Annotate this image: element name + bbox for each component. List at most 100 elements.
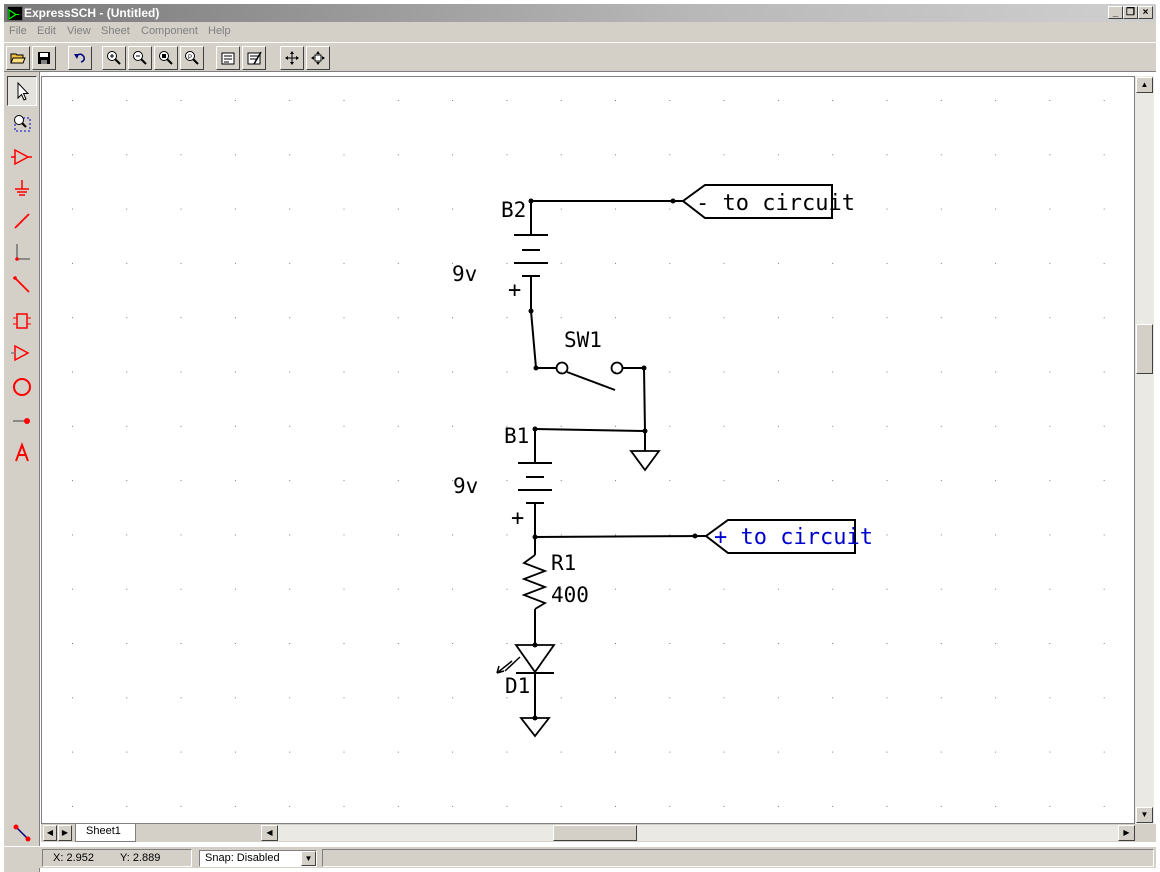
main-toolbar: P [4, 42, 1156, 72]
r1-label: R1 [551, 551, 576, 575]
properties-button[interactable] [216, 46, 240, 70]
menu-file[interactable]: File [9, 25, 27, 37]
menu-help[interactable]: Help [208, 25, 231, 37]
connect-wire-icon [13, 824, 31, 842]
window-title: ExpressSCH - (Untitled) [24, 6, 160, 20]
net-flag-plus[interactable] [704, 519, 856, 554]
zoom-in-icon [107, 51, 121, 65]
d1-label: D1 [505, 674, 530, 698]
vertical-scroll-thumb[interactable] [1136, 324, 1153, 374]
tab-scroll-right-button[interactable]: ▶ [58, 825, 72, 841]
net-label-minus: - to circuit [696, 191, 855, 216]
move-button[interactable] [306, 46, 330, 70]
bus-entry-tool[interactable] [7, 270, 37, 300]
draw-bus-tool[interactable] [7, 238, 37, 268]
status-bar: X: 2.952 Y: 2.889 Snap: Disabled ▼ [4, 846, 1156, 868]
draw-circle-tool[interactable] [7, 372, 37, 402]
minimize-button[interactable]: _ [1108, 6, 1123, 19]
open-button[interactable] [6, 46, 30, 70]
tool-palette [4, 72, 40, 872]
r1-value: 400 [551, 583, 589, 607]
place-ground-tool[interactable] [7, 174, 37, 204]
place-port-tool[interactable] [7, 338, 37, 368]
component-triangle-icon [11, 148, 32, 166]
tab-scroll-left-button[interactable]: ◀ [43, 825, 57, 841]
place-text-tool[interactable] [7, 438, 37, 468]
place-part-tool[interactable] [7, 306, 37, 336]
coordinate-field: X: 2.952 Y: 2.889 [42, 849, 192, 867]
bus-entry-icon [13, 276, 30, 293]
undo-button[interactable] [68, 46, 92, 70]
zoom-page-icon: P [185, 51, 199, 65]
save-button[interactable] [32, 46, 56, 70]
svg-text:P: P [188, 55, 192, 61]
wire-line-icon [14, 213, 30, 229]
x-coordinate: X: 2.952 [53, 852, 94, 864]
port-triangle-icon [11, 344, 30, 362]
floppy-disk-icon [38, 52, 50, 64]
zoom-out-button[interactable] [128, 46, 152, 70]
pointer-arrow-icon [17, 81, 30, 101]
edit-properties-button[interactable] [242, 46, 266, 70]
grid-dots [42, 77, 1134, 823]
title-bar: ExpressSCH - (Untitled) _ ❐ × [4, 4, 1156, 22]
menu-component[interactable]: Component [141, 25, 198, 37]
net-label-plus: + to circuit [714, 525, 873, 550]
scroll-up-button[interactable]: ▲ [1136, 77, 1153, 93]
text-letter-icon [15, 442, 29, 462]
schematic-canvas[interactable]: B2 9v + SW1 B1 9v + R1 400 D1 - to circu… [41, 76, 1135, 824]
vertical-scrollbar[interactable]: ▲ ▼ [1135, 76, 1154, 824]
horizontal-scroll-thumb[interactable] [553, 825, 637, 841]
scroll-down-button[interactable]: ▼ [1136, 807, 1153, 823]
menu-edit[interactable]: Edit [37, 25, 56, 37]
place-junction-tool[interactable] [7, 406, 37, 436]
folder-open-icon [10, 53, 26, 64]
horizontal-scrollbar[interactable]: ◀ ▶ [261, 825, 1135, 841]
ground-icon [15, 180, 29, 196]
zoom-in-button[interactable] [102, 46, 126, 70]
undo-arrow-icon [74, 53, 85, 63]
tab-sheet1[interactable]: Sheet1 [75, 824, 136, 842]
zoom-area-icon [14, 115, 31, 132]
properties-icon [221, 52, 235, 65]
b2-plus-sign: + [508, 278, 521, 303]
sheet-tab-strip: ◀ ▶ Sheet1 ◀ ▶ [41, 824, 1156, 842]
snap-value: Snap: Disabled [205, 852, 280, 864]
zoom-area-tool[interactable] [7, 108, 37, 138]
edit-properties-icon [247, 51, 262, 65]
place-component-tool[interactable] [7, 142, 37, 172]
b1-value: 9v [453, 474, 478, 498]
b2-label: B2 [501, 198, 526, 222]
circle-icon [13, 378, 31, 396]
close-button[interactable]: × [1138, 6, 1153, 19]
move-arrows-icon [311, 51, 325, 65]
zoom-fit-button[interactable] [154, 46, 178, 70]
chevron-down-icon[interactable]: ▼ [301, 851, 316, 866]
b1-plus-sign: + [511, 506, 524, 531]
zoom-fit-icon [159, 51, 173, 65]
select-tool[interactable] [7, 76, 37, 106]
app-icon [7, 6, 23, 21]
bus-corner-icon [15, 244, 30, 261]
sw1-label: SW1 [564, 328, 602, 352]
status-message-field [322, 849, 1154, 867]
zoom-page-button[interactable]: P [180, 46, 204, 70]
junction-dots [528, 198, 698, 721]
scroll-left-button[interactable]: ◀ [261, 825, 278, 841]
connect-tool[interactable] [7, 818, 37, 848]
b1-label: B1 [504, 424, 529, 448]
b2-value: 9v [452, 262, 477, 286]
net-flag-minus[interactable] [681, 184, 833, 219]
restore-button[interactable]: ❐ [1123, 6, 1138, 19]
snap-select[interactable]: Snap: Disabled ▼ [199, 850, 317, 867]
junction-pin-icon [13, 418, 30, 424]
menu-sheet[interactable]: Sheet [101, 25, 130, 37]
menu-view[interactable]: View [67, 25, 91, 37]
scroll-right-button[interactable]: ▶ [1118, 825, 1135, 841]
y-coordinate: Y: 2.889 [120, 852, 161, 864]
menu-bar: File Edit View Sheet Component Help [4, 22, 1156, 42]
draw-wire-tool[interactable] [7, 206, 37, 236]
pan-button[interactable] [280, 46, 304, 70]
pan-arrows-icon [285, 51, 299, 65]
zoom-out-icon [133, 51, 147, 65]
